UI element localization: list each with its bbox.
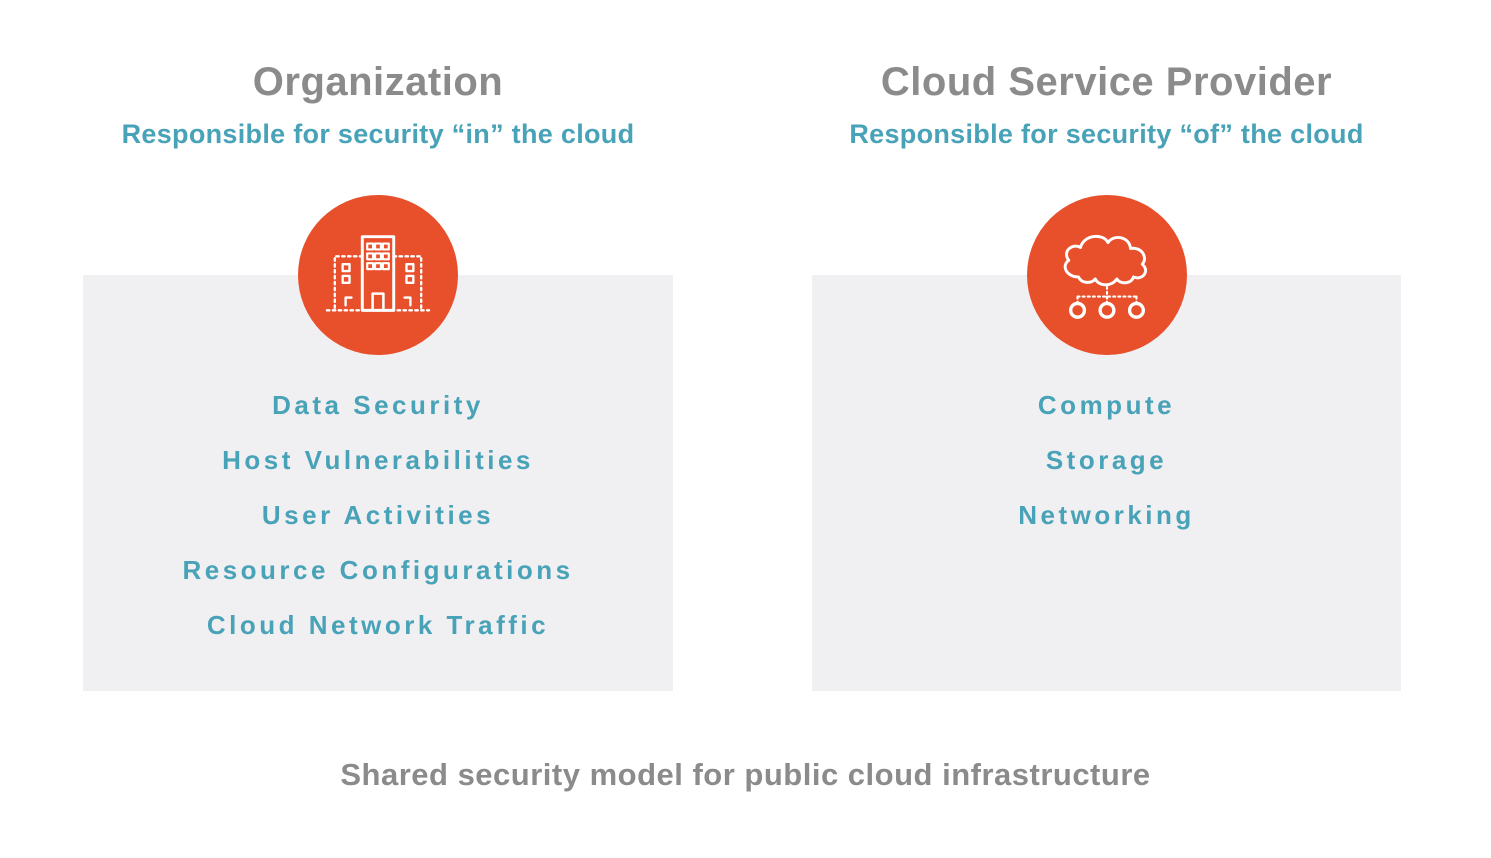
list-item: User Activities [261, 500, 495, 530]
cloud-provider-item-list: Compute Storage Networking [812, 275, 1401, 530]
list-item: Compute [1037, 390, 1176, 420]
organization-subtitle: Responsible for security “in” the cloud [121, 119, 635, 149]
cloud-network-icon [1048, 221, 1166, 329]
organization-title: Organization [252, 60, 504, 104]
cloud-provider-title: Cloud Service Provider [880, 60, 1333, 104]
organization-item-list: Data Security Host Vulnerabilities User … [83, 275, 673, 640]
cloud-provider-column: Cloud Service Provider Responsible for s… [812, 0, 1401, 858]
diagram-caption: Shared security model for public cloud i… [340, 757, 1151, 792]
list-item: Storage [1045, 445, 1168, 475]
list-item: Networking [1018, 500, 1195, 530]
list-item: Data Security [272, 390, 484, 420]
cloud-provider-icon-circle [1026, 195, 1187, 355]
cloud-provider-subtitle: Responsible for security “of” the cloud [849, 119, 1364, 149]
list-item: Resource Configurations [182, 555, 574, 585]
organization-icon-circle [298, 195, 458, 355]
list-item: Host Vulnerabilities [222, 445, 534, 475]
building-icon [319, 221, 437, 329]
organization-column: Organization Responsible for security “i… [83, 0, 673, 858]
list-item: Cloud Network Traffic [206, 610, 550, 640]
